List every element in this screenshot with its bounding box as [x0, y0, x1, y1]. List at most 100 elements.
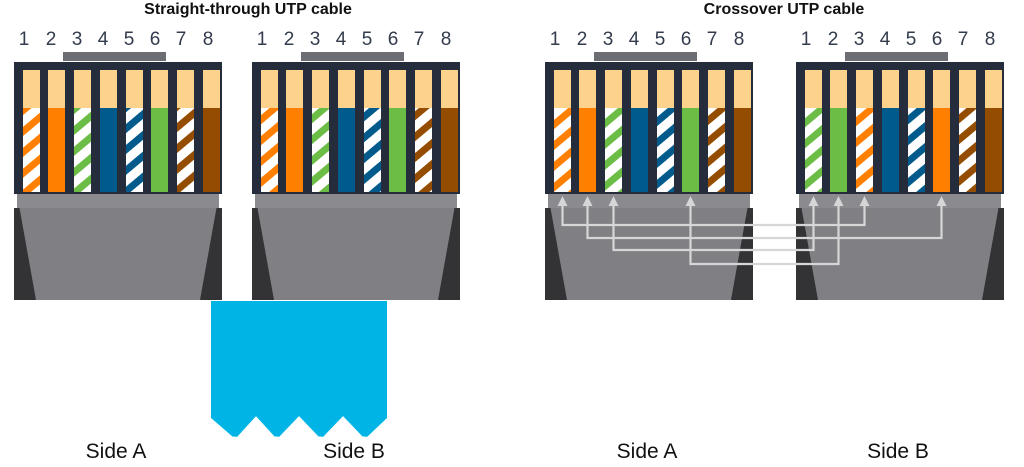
pin-contact [126, 70, 143, 108]
wire-brown-white [708, 108, 725, 192]
wire-green [830, 108, 847, 192]
plug-body [799, 194, 1001, 300]
arrow-head-icon [582, 196, 593, 206]
pin-contact [48, 70, 65, 108]
wire-brown [734, 108, 751, 192]
wire-orange-white [554, 108, 571, 192]
pin-contact [882, 70, 899, 108]
pair-bracket [845, 52, 948, 61]
pin-number: 5 [123, 29, 135, 50]
wire-blue [338, 108, 355, 192]
pair-bracket [63, 52, 166, 61]
plug-body [255, 194, 457, 300]
crossover-link [561, 204, 866, 227]
pin-contact [933, 70, 950, 108]
wire-brown [203, 108, 220, 192]
pin-contact [734, 70, 751, 108]
pin-contact [985, 70, 1002, 108]
pin-number: 6 [387, 29, 399, 50]
pin-number: 2 [283, 29, 295, 50]
pin-number: 4 [335, 29, 347, 50]
pin-number: 2 [45, 29, 57, 50]
pin-contact [830, 70, 847, 108]
pin-contact [203, 70, 220, 108]
pin-contact [74, 70, 91, 108]
plug-body [548, 194, 750, 300]
pin-contact [177, 70, 194, 108]
wire-brown-white [415, 108, 432, 192]
wire-brown-white [177, 108, 194, 192]
wire-brown-white [959, 108, 976, 192]
wire-orange [48, 108, 65, 192]
pin-number: 7 [957, 29, 969, 50]
diagram-title: Crossover UTP cable [703, 1, 865, 18]
pin-contact [657, 70, 674, 108]
pin-contact [312, 70, 329, 108]
pin-number: 8 [733, 29, 745, 50]
pin-number: 1 [18, 29, 30, 50]
wire-orange-white [261, 108, 278, 192]
side-label: Side B [323, 440, 385, 463]
plug-body-top [17, 194, 219, 208]
pin-number: 7 [413, 29, 425, 50]
pin-contact [100, 70, 117, 108]
cable-jacket [211, 301, 383, 437]
arrow-head-icon [833, 196, 844, 206]
pin-contact [959, 70, 976, 108]
plug-body-top [799, 194, 1001, 208]
pin-number: 7 [175, 29, 187, 50]
pin-number: 1 [800, 29, 812, 50]
wire-blue-white [126, 108, 143, 192]
wire-brown [441, 108, 458, 192]
wire-green-white [805, 108, 822, 192]
wire-green [151, 108, 168, 192]
pin-number: 5 [654, 29, 666, 50]
wire-blue [100, 108, 117, 192]
pair-bracket [594, 52, 697, 61]
wire-blue-white [657, 108, 674, 192]
diagram-title: Straight-through UTP cable [144, 1, 352, 18]
pin-number: 3 [853, 29, 865, 50]
wire-blue-white [908, 108, 925, 192]
rj45-connector [213, 52, 753, 437]
pin-number: 6 [149, 29, 161, 50]
pin-contact [554, 70, 571, 108]
pin-contact [261, 70, 278, 108]
wire-blue [882, 108, 899, 192]
pin-contact [708, 70, 725, 108]
wire-brown [985, 108, 1002, 192]
wire-blue-white [364, 108, 381, 192]
pin-number: 8 [440, 29, 452, 50]
pin-contact [151, 70, 168, 108]
pin-number: 4 [628, 29, 640, 50]
pin-contact [908, 70, 925, 108]
wire-orange-white [23, 108, 40, 192]
arrow-head-icon [685, 196, 696, 206]
pin-contact [579, 70, 596, 108]
pin-contact [415, 70, 432, 108]
pin-contact [856, 70, 873, 108]
plug-body [17, 194, 219, 300]
wire-orange-white [856, 108, 873, 192]
wire-orange [933, 108, 950, 192]
side-label: Side B [867, 440, 929, 463]
pin-number: 7 [706, 29, 718, 50]
plug-body-top [548, 194, 750, 208]
pair-bracket [301, 52, 404, 61]
pin-number: 2 [827, 29, 839, 50]
wire-green-white [605, 108, 622, 192]
wire-green [389, 108, 406, 192]
pin-contact [631, 70, 648, 108]
pin-contact [389, 70, 406, 108]
arrow-head-icon [608, 196, 619, 206]
pin-number: 3 [309, 29, 321, 50]
wire-green [682, 108, 699, 192]
pin-contact [23, 70, 40, 108]
pin-number: 1 [549, 29, 561, 50]
pin-number: 2 [576, 29, 588, 50]
pin-number: 5 [905, 29, 917, 50]
pin-number: 3 [602, 29, 614, 50]
wire-orange [579, 108, 596, 192]
pin-contact [286, 70, 303, 108]
